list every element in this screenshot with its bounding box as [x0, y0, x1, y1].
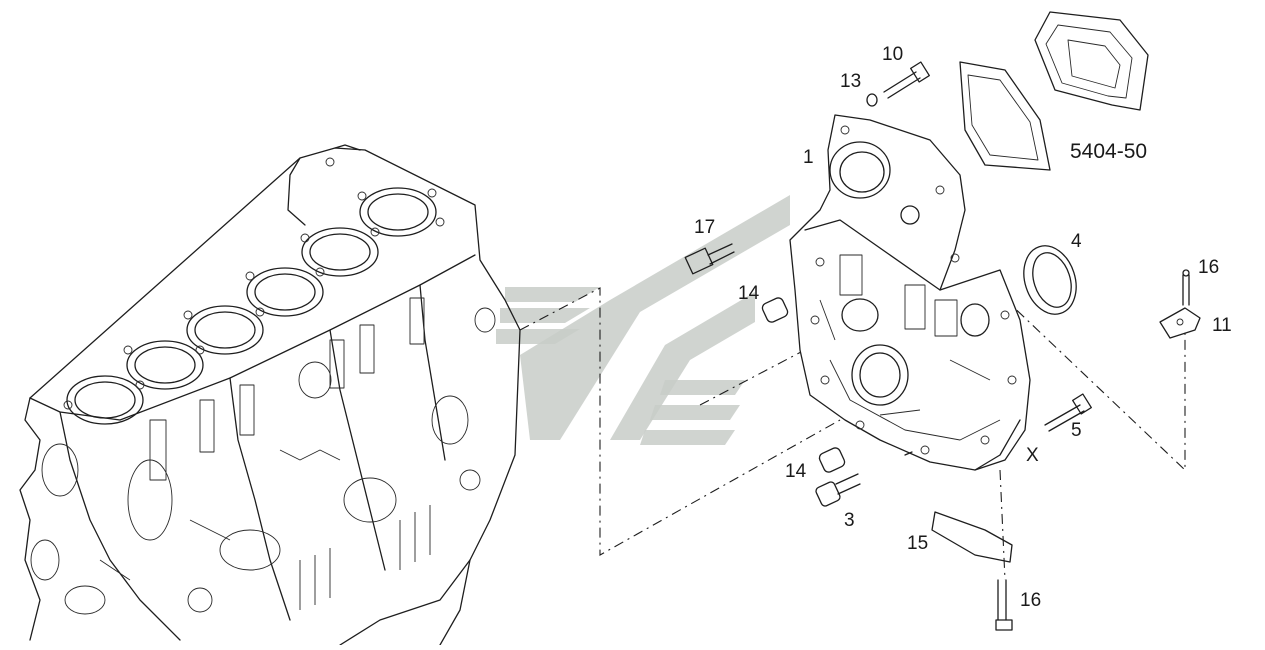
engine-block — [19, 144, 521, 646]
callout-10: 10 — [882, 44, 903, 65]
stud-marker — [904, 451, 913, 456]
dowel-part-14-upper — [761, 297, 789, 323]
bolt-part-16-lower — [995, 579, 1013, 631]
callout-17: 17 — [694, 217, 715, 238]
callout-16-upper: 16 — [1198, 257, 1219, 278]
timing-cover — [789, 114, 1031, 471]
bolt-part-17 — [684, 243, 735, 275]
washer-part-13 — [866, 93, 878, 107]
callout-16-lower: 16 — [1020, 590, 1041, 611]
dowel-part-14-lower — [818, 447, 846, 473]
callout-5: 5 — [1071, 420, 1082, 441]
bolt-part-10 — [883, 61, 930, 99]
callout-4: 4 — [1071, 231, 1082, 252]
watermark-logo — [496, 195, 790, 445]
callout-labels: 1 3 4 5 10 11 13 14 14 15 16 16 17 X 540… — [694, 44, 1232, 611]
callout-15: 15 — [907, 533, 928, 554]
callout-x: X — [1026, 445, 1039, 466]
reference-code: 5404-50 — [1070, 140, 1147, 163]
bracket-part-11 — [1159, 269, 1201, 339]
callout-11: 11 — [1212, 315, 1232, 336]
gasket-assembly — [959, 11, 1149, 171]
callout-14-upper: 14 — [738, 283, 760, 304]
callout-1: 1 — [803, 147, 814, 168]
callout-13: 13 — [840, 71, 861, 92]
bolt-part-5 — [1044, 393, 1092, 432]
seal-ring-part-4 — [1023, 245, 1077, 315]
callout-3: 3 — [844, 510, 855, 531]
callout-14-lower: 14 — [785, 461, 807, 482]
plate-part-15 — [931, 511, 1013, 563]
bolt-part-3 — [815, 473, 861, 507]
